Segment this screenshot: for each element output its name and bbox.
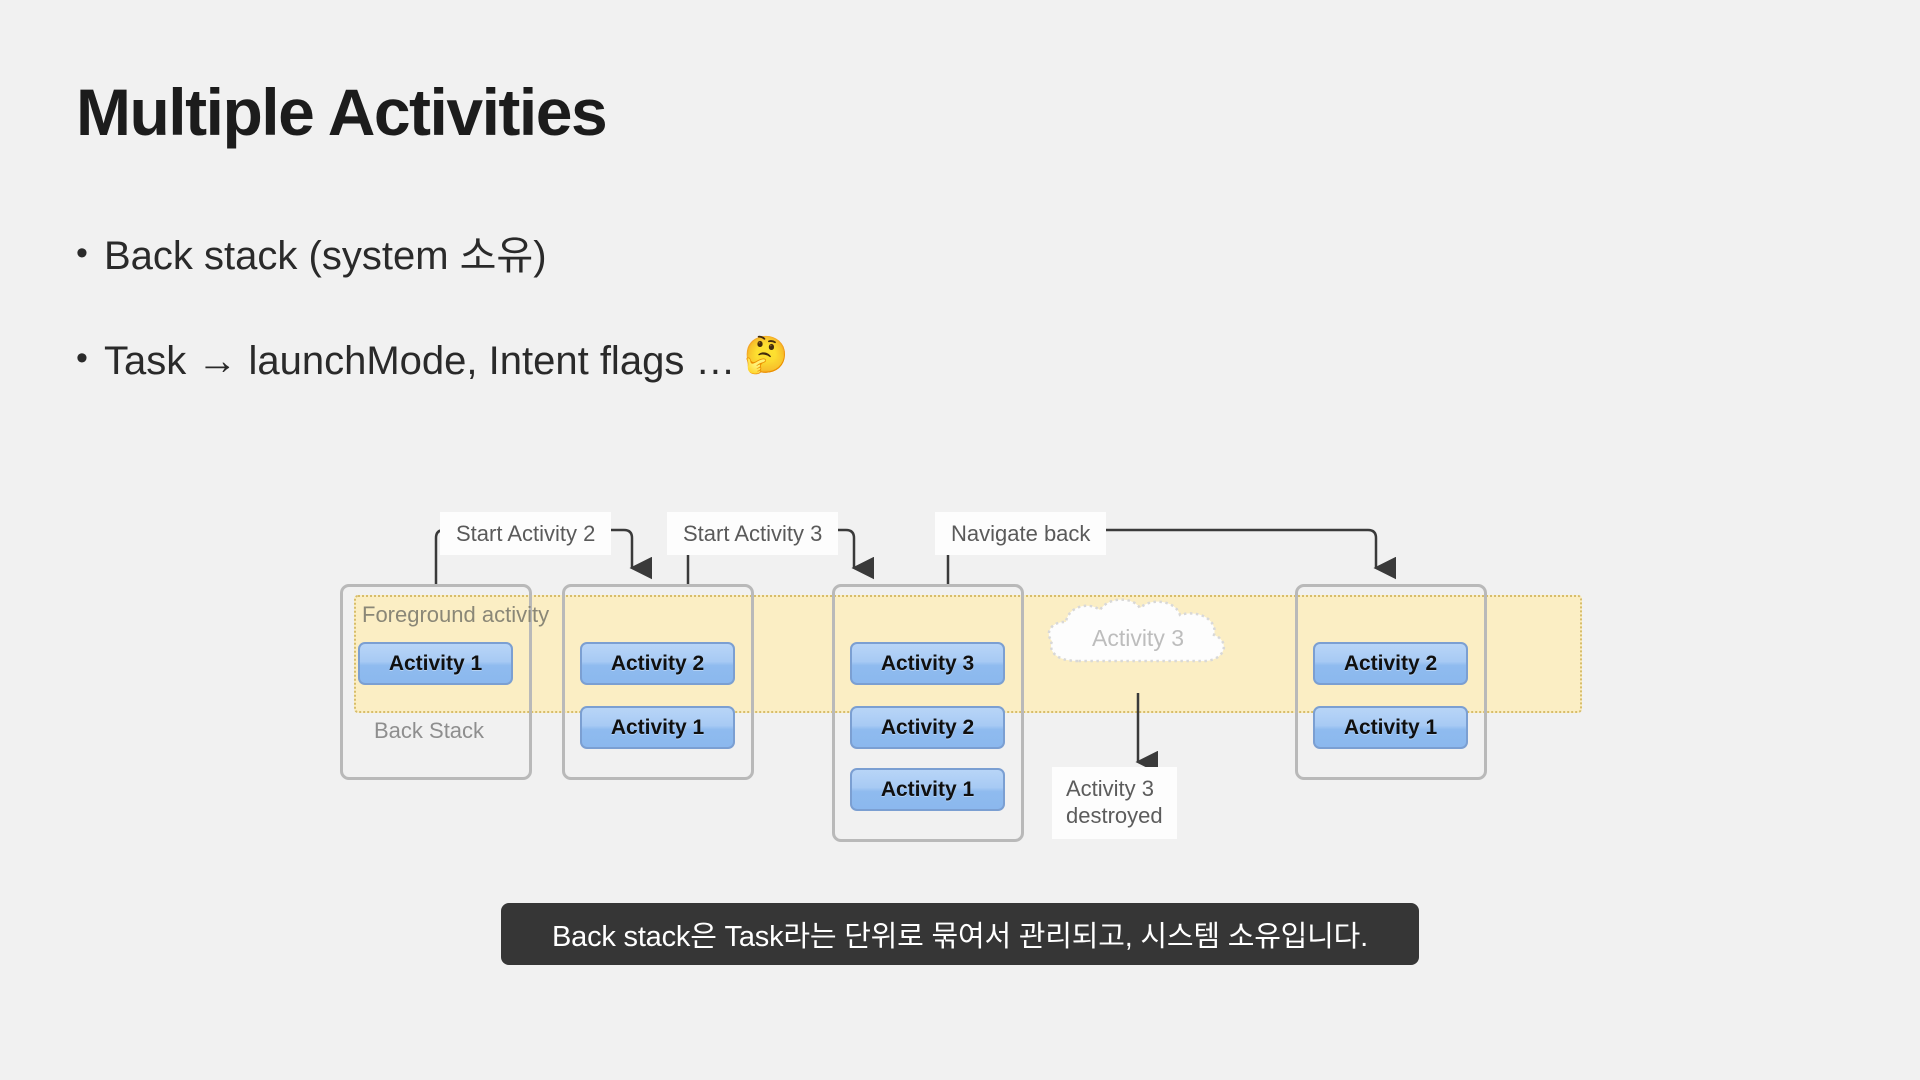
activity-chip[interactable]: Activity 1 (358, 642, 513, 685)
connector-label-navigate-back: Navigate back (935, 512, 1107, 556)
activity-chip[interactable]: Activity 2 (580, 642, 735, 685)
bullet-marker-icon: • (76, 339, 88, 377)
stack-4 (1295, 584, 1487, 780)
foreground-activity-caption: Foreground activity (362, 602, 550, 627)
bullet-marker-icon: • (76, 234, 88, 272)
activity-chip[interactable]: Activity 3 (850, 642, 1005, 685)
caption-text: Back stack은 Task라는 단위로 묶여서 관리되고, 시스템 소유입… (552, 921, 1368, 953)
cloud-shape-icon (1047, 598, 1226, 663)
connector-label-start-activity-2: Start Activity 2 (440, 512, 612, 556)
bullet-label: Task → launchMode, Intent flags … (104, 339, 736, 383)
cloud-label: Activity 3 (1091, 624, 1185, 651)
back-stack-caption: Back Stack (374, 718, 485, 743)
back-stack-diagram: Foreground activity Activity 1 Back Stac… (340, 490, 1600, 870)
thinking-face-icon: 🤔 (743, 334, 789, 375)
activity-chip[interactable]: Activity 1 (850, 768, 1005, 811)
bullet-item-task: • Task → launchMode, Intent flags … 🤔 (76, 337, 788, 385)
bullet-label: Back stack (system 소유) (104, 234, 547, 278)
activity-chip[interactable]: Activity 1 (1313, 706, 1468, 749)
note-line-2: destroyed (1066, 802, 1163, 828)
caption-bar: Back stack은 Task라는 단위로 묶여서 관리되고, 시스템 소유입… (501, 903, 1419, 965)
bullet-item-back-stack: • Back stack (system 소유) (76, 232, 547, 280)
page-title: Multiple Activities (76, 75, 608, 149)
activity-chip[interactable]: Activity 2 (1313, 642, 1468, 685)
activity-chip[interactable]: Activity 2 (850, 706, 1005, 749)
activity-destroyed-cloud: Activity 3 (1040, 593, 1236, 683)
stack-1 (340, 584, 532, 780)
activity-destroyed-note: Activity 3 destroyed (1052, 767, 1177, 839)
connector-label-start-activity-3: Start Activity 3 (667, 512, 839, 556)
stack-2 (562, 584, 754, 780)
activity-chip[interactable]: Activity 1 (580, 706, 735, 749)
stack-3 (832, 584, 1024, 842)
note-line-1: Activity 3 (1066, 776, 1155, 801)
